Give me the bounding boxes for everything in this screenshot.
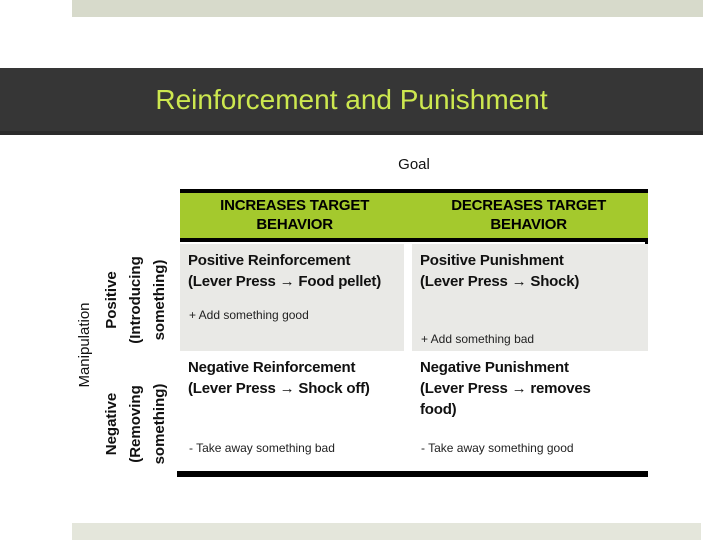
cell-note: + Add something bad — [421, 332, 535, 346]
cell-note: - Take away something good — [421, 441, 574, 455]
bottom-accent-band — [72, 523, 701, 540]
table-top-border — [180, 189, 648, 193]
cell-title: Positive Reinforcement — [188, 252, 351, 269]
table-header-border — [180, 238, 648, 242]
cell-negative-punishment: Negative Punishment (Lever Press → remov… — [412, 351, 648, 471]
cell-negative-reinforcement: Negative Reinforcement (Lever Press → Sh… — [180, 351, 404, 471]
slide-title-bar: Reinforcement and Punishment — [0, 68, 703, 135]
cell-positive-reinforcement: Positive Reinforcement (Lever Press → Fo… — [180, 244, 404, 351]
cell-detail: (Lever Press → Shock) — [420, 273, 580, 290]
manipulation-axis-label: Manipulation — [76, 302, 93, 388]
slide-title: Reinforcement and Punishment — [155, 83, 548, 115]
cell-title: Negative Reinforcement — [188, 359, 356, 376]
cell-note: - Take away something bad — [189, 441, 335, 455]
column-header-decreases: DECREASES TARGET BEHAVIOR — [451, 196, 607, 233]
cell-detail: (Lever Press → removes food) — [420, 380, 591, 418]
row-header-negative: Negative (Removing something) — [100, 364, 172, 484]
row-header-line: (Introducing — [127, 256, 144, 344]
row-header-line: Negative — [103, 392, 120, 456]
cell-positive-punishment: Positive Punishment (Lever Press → Shock… — [412, 244, 648, 351]
row-header-line: Positive — [103, 271, 120, 329]
cell-title: Positive Punishment — [420, 252, 564, 269]
row-header-positive: Positive (Introducing something) — [100, 240, 172, 360]
cell-note: + Add something good — [189, 308, 309, 322]
table-header-row: INCREASES TARGET BEHAVIOR DECREASES TARG… — [180, 193, 648, 238]
top-accent-band — [72, 0, 703, 17]
goal-axis-label: Goal — [398, 156, 430, 173]
row-header-line: something) — [151, 383, 168, 465]
row-header-line: (Removing — [127, 385, 144, 463]
cell-detail: (Lever Press → Shock off) — [188, 380, 370, 397]
row-header-line: something) — [151, 259, 168, 341]
cell-detail: (Lever Press → Food pellet) — [188, 273, 381, 290]
table-bottom-border — [177, 471, 648, 477]
cell-title: Negative Punishment — [420, 359, 569, 376]
column-header-increases: INCREASES TARGET BEHAVIOR — [220, 196, 370, 233]
